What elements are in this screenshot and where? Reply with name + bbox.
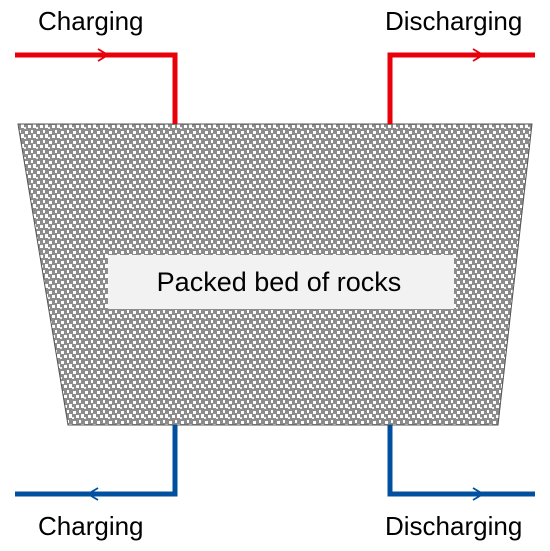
label-top-right-discharging: Discharging (385, 6, 522, 36)
cold-inlet-pipe (387, 425, 535, 497)
bed-label-box (108, 255, 454, 309)
cold-outlet-arrow-icon (86, 487, 99, 501)
label-top-left-charging: Charging (38, 6, 144, 36)
cold-inlet-arrow-icon (472, 487, 485, 501)
hot-inlet-pipe (15, 52, 178, 124)
cold-outlet-pipe (15, 425, 178, 497)
hot-outlet-pipe (387, 52, 535, 124)
hot-inlet-arrow-icon (97, 48, 110, 62)
hot-outlet-arrow-icon (472, 48, 485, 62)
label-bottom-right-discharging: Discharging (385, 511, 522, 541)
label-bottom-left-charging: Charging (38, 511, 144, 541)
bed-label: Packed bed of rocks (157, 267, 402, 297)
